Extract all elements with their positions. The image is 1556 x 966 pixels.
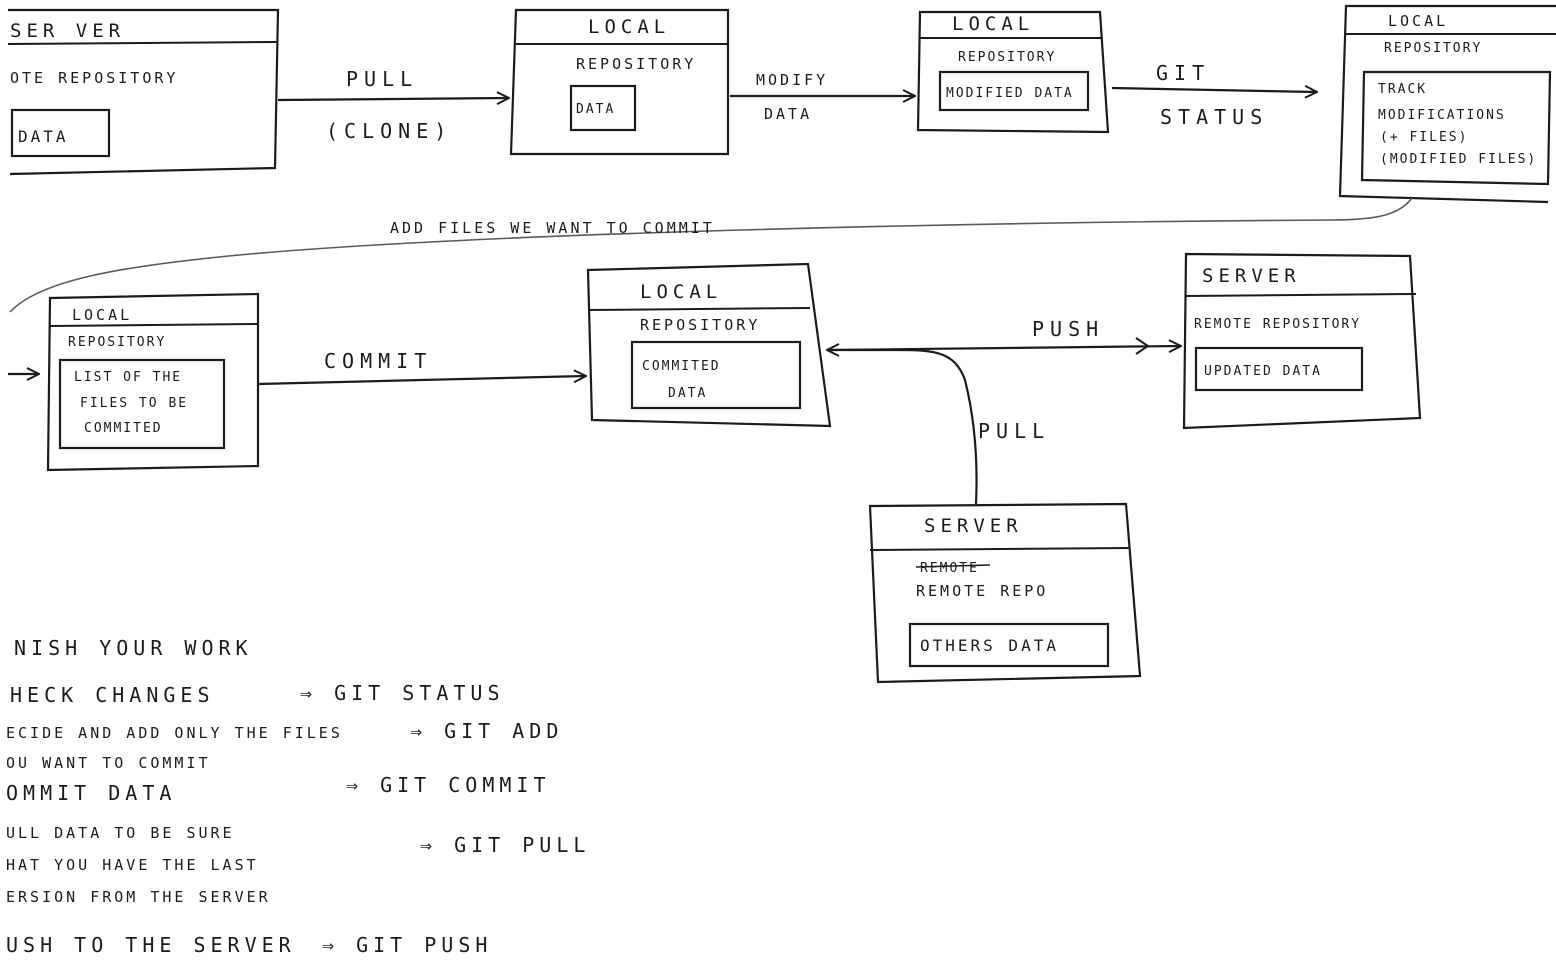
arrow-modify-data-label-1: MODIFY <box>756 71 828 89</box>
note-line-1: NISH YOUR WORK <box>14 636 253 660</box>
local-box-3-data-2: MODIFICATIONS <box>1378 108 1506 123</box>
note-line-2: HECK CHANGES <box>10 683 215 707</box>
server-box-others-data: OTHERS DATA <box>920 636 1059 655</box>
local-box-1: LOCAL REPOSITORY DATA <box>509 8 730 156</box>
note-line-6: ULL DATA TO BE SURE <box>6 824 235 842</box>
server-box-updated: SERVER REMOTE REPOSITORY UPDATED DATA <box>1182 252 1422 430</box>
local-box-3: LOCAL REPOSITORY TRACK MODIFICATIONS (+ … <box>1338 4 1556 204</box>
arrow-modify-data-label-2: DATA <box>764 105 812 123</box>
server-box-remote-header: SER VER <box>10 20 125 42</box>
local-box-5-data-1: COMMITED <box>642 359 721 374</box>
arrow-commit: COMMIT <box>257 349 585 386</box>
local-box-1-subtitle: REPOSITORY <box>576 55 696 73</box>
server-box-remote-data: DATA <box>18 127 69 146</box>
local-box-5-subtitle: REPOSITORY <box>640 316 760 334</box>
arrow-git-status: GIT STATUS <box>1111 61 1316 129</box>
notes-list: NISH YOUR WORK HECK CHANGES ⇒ GIT STATUS… <box>6 636 590 957</box>
local-box-4-data-2: FILES TO BE <box>80 396 188 411</box>
arrow-push-label: PUSH <box>1032 317 1104 341</box>
local-box-3-subtitle: REPOSITORY <box>1384 41 1482 56</box>
server-box-updated-header: SERVER <box>1202 265 1301 287</box>
note-line-4: OU WANT TO COMMIT <box>6 754 211 772</box>
arrow-add-files: ADD FILES WE WANT TO COMMIT <box>9 197 1413 313</box>
arrow-commit-label: COMMIT <box>324 349 432 373</box>
arrow-pull-label: PULL <box>978 419 1050 443</box>
local-box-4: LOCAL REPOSITORY LIST OF THE FILES TO BE… <box>46 292 260 472</box>
local-box-5: LOCAL REPOSITORY COMMITED DATA <box>586 262 832 428</box>
local-box-5-header: LOCAL <box>640 281 722 303</box>
arrow-pull-clone-label-1: PULL <box>346 67 418 91</box>
local-box-3-data-1: TRACK <box>1378 82 1427 97</box>
local-box-2-header: LOCAL <box>952 13 1034 35</box>
local-box-4-data-3: COMMITED <box>84 421 163 436</box>
note-line-8: ERSION FROM THE SERVER <box>6 888 271 906</box>
local-box-4-subtitle: REPOSITORY <box>68 335 166 350</box>
local-box-3-header: LOCAL <box>1388 12 1448 30</box>
server-box-updated-data: UPDATED DATA <box>1204 364 1322 379</box>
note-line-7: HAT YOU HAVE THE LAST <box>6 856 259 874</box>
arrow-git-status-label-2: STATUS <box>1160 105 1268 129</box>
local-box-5-data-2: DATA <box>668 386 707 401</box>
arrow-add-files-label: ADD FILES WE WANT TO COMMIT <box>390 219 715 237</box>
local-box-2-data: MODIFIED DATA <box>946 86 1074 101</box>
local-box-2-subtitle: REPOSITORY <box>958 50 1056 65</box>
note-cmd-5: ⇒ GIT COMMIT <box>346 773 551 797</box>
server-box-others-struck: REMOTE <box>920 561 979 576</box>
server-box-updated-subtitle: REMOTE REPOSITORY <box>1194 317 1361 332</box>
note-line-5: OMMIT DATA <box>6 781 176 805</box>
note-cmd-9: ⇒ GIT PUSH <box>322 933 492 957</box>
note-cmd-3: ⇒ GIT ADD <box>410 719 563 743</box>
arrow-push: PUSH <box>829 317 1180 355</box>
note-line-3: ECIDE AND ADD ONLY THE FILES <box>6 724 343 742</box>
note-line-9: USH TO THE SERVER <box>6 933 296 957</box>
arrow-git-status-label-1: GIT <box>1156 61 1210 85</box>
local-box-4-data-1: LIST OF THE <box>74 370 182 385</box>
local-box-4-header: LOCAL <box>72 306 132 324</box>
server-box-remote: SER VER OTE REPOSITORY DATA <box>7 8 280 176</box>
arrow-pull-clone-label-2: (CLONE) <box>326 119 452 143</box>
server-box-others: SERVER REMOTE REMOTE REPO OTHERS DATA <box>868 502 1142 684</box>
note-cmd-2: ⇒ GIT STATUS <box>300 681 505 705</box>
local-box-3-data-4: (MODIFIED FILES) <box>1380 152 1537 167</box>
arrow-pull-clone: PULL (CLONE) <box>277 67 508 143</box>
local-box-1-data: DATA <box>576 102 615 117</box>
local-box-3-data-3: (+ FILES) <box>1380 130 1468 145</box>
server-box-others-header: SERVER <box>924 515 1023 537</box>
arrow-modify-data: MODIFY DATA <box>730 71 914 123</box>
arrow-pull: PULL <box>828 350 1050 505</box>
server-box-remote-subtitle: OTE REPOSITORY <box>10 69 178 87</box>
local-box-2: LOCAL REPOSITORY MODIFIED DATA <box>916 10 1110 134</box>
server-box-others-subtitle: REMOTE REPO <box>916 582 1048 600</box>
local-box-1-header: LOCAL <box>588 16 670 38</box>
note-cmd-6: ⇒ GIT PULL <box>420 833 590 857</box>
